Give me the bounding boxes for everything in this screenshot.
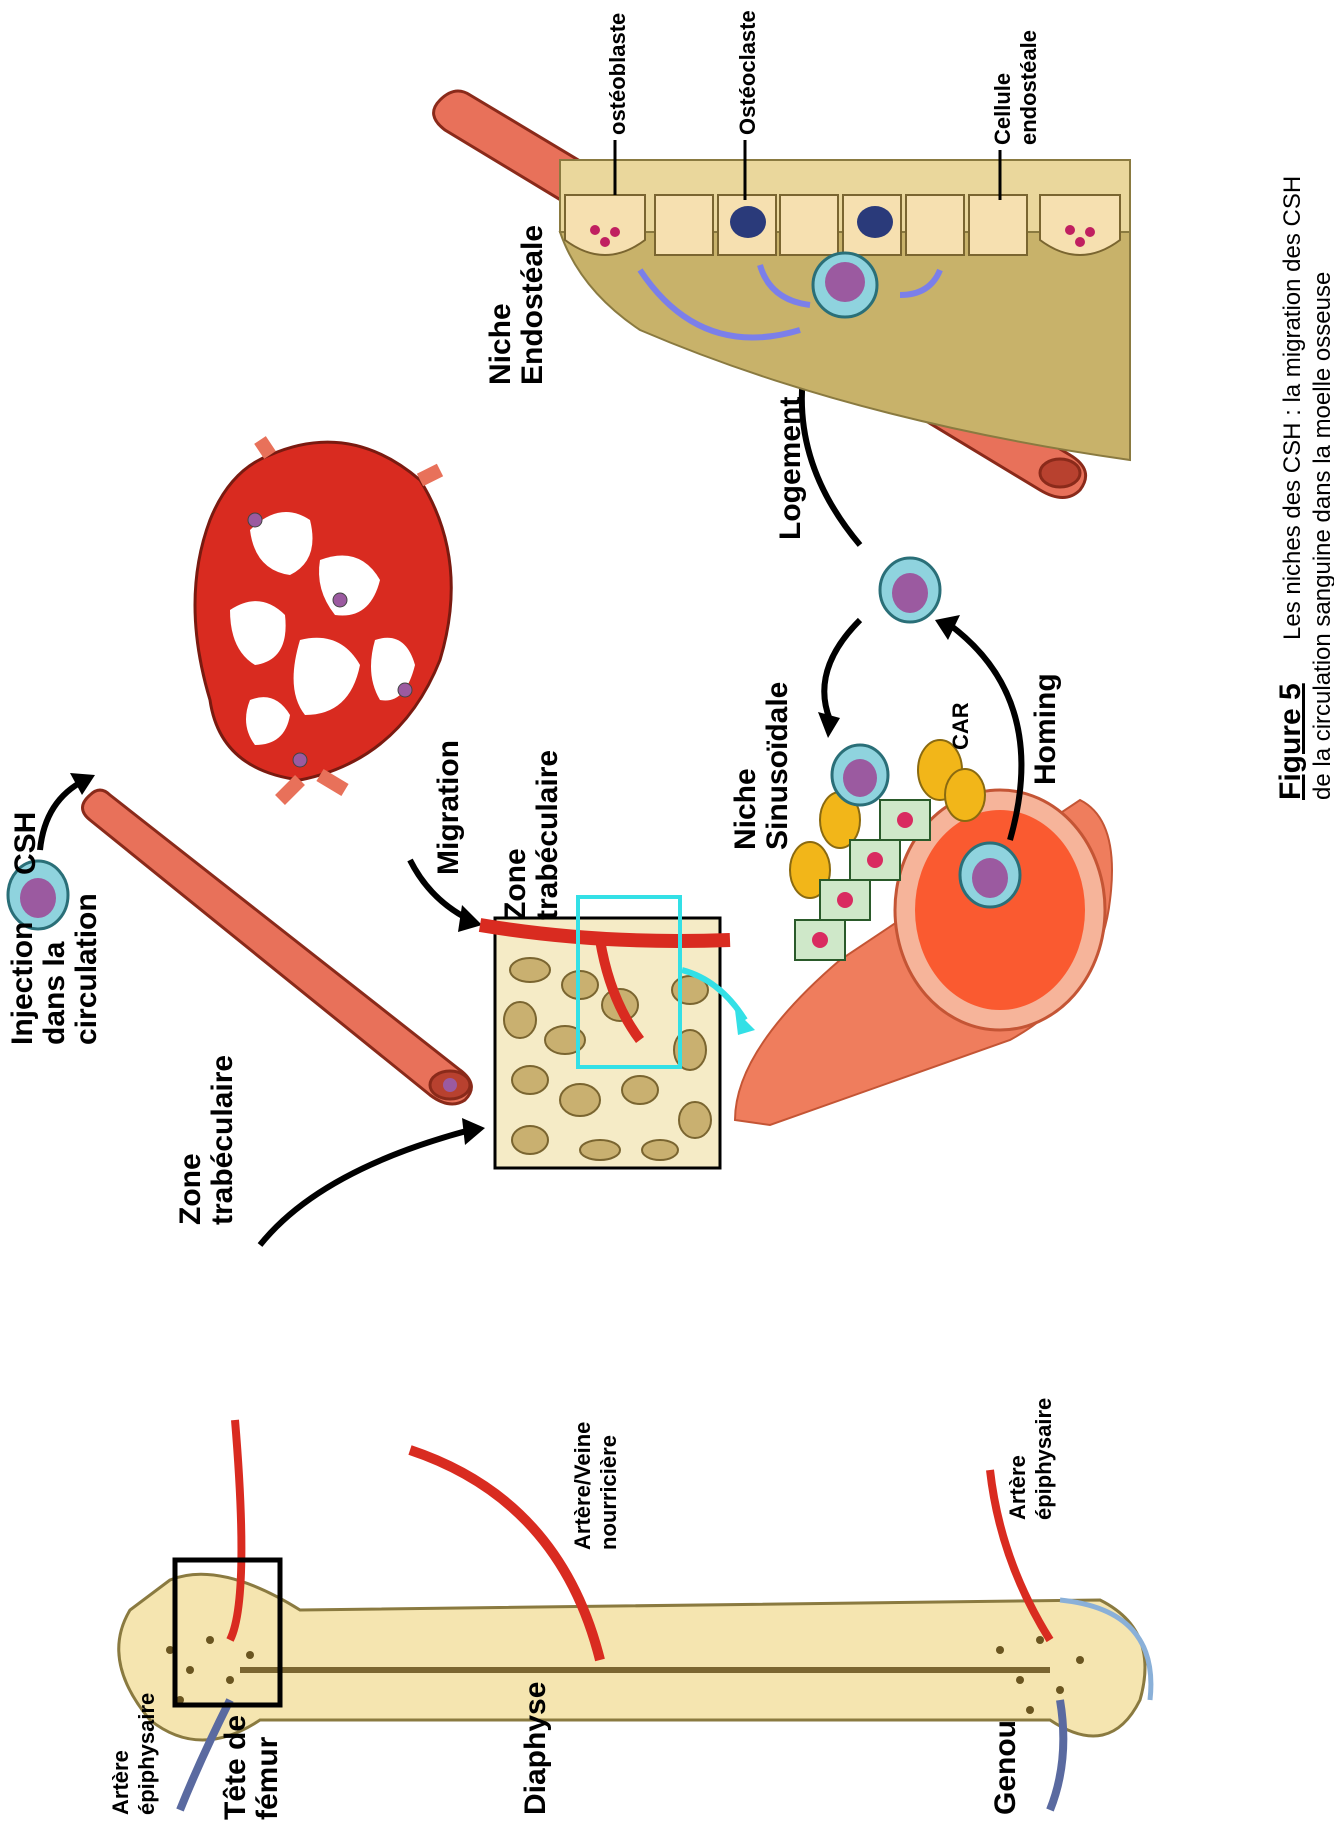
label-logement: Logement [774,397,807,540]
label-artere-veine-2: nourricière [596,1435,621,1550]
caption-line-1: Les niches des CSH : la migration des CS… [1279,176,1306,640]
label-injection-3: circulation [70,893,103,1045]
label-zone-trab-top-2: trabéculaire [531,750,564,920]
label-niche-endosteale-2: Endostéale [516,225,549,385]
label-migration: Migration [432,740,465,875]
label-zone-trab-left-2: trabéculaire [206,1055,239,1225]
arrow-to-sinusoid [824,620,860,720]
label-car: CAR [948,702,973,750]
label-cellule-endosteale-2: endostéale [1016,30,1041,145]
label-tete-femur-2: fémur [251,1736,284,1820]
label-niche-sinusoidale-1: Niche [729,768,762,850]
trabecular-block [480,897,730,1168]
label-diaphyse: Diaphyse [519,1682,552,1815]
csh-lumen-cell [960,843,1020,907]
figure-caption: Figure 5 [1274,683,1307,800]
label-injection-2: dans la [38,941,71,1045]
label-cellule-endosteale-1: Cellule [990,73,1015,145]
label-tete-femur-1: Tête de [219,1715,252,1820]
label-niche-endosteale-1: Niche [484,303,517,385]
femur-bone [119,1574,1145,1740]
figure-label: Figure 5 [1274,683,1307,800]
label-zone-trab-left-1: Zone [174,1153,207,1225]
osteoclast-nucleus [730,206,766,238]
label-artere-veine-1: Artère/Veine [570,1422,595,1550]
endosteal-niche [560,140,1130,460]
label-injection-1: Injection [6,922,39,1045]
arrow-injection [40,780,85,850]
label-osteoclaste: Ostéoclaste [735,10,760,135]
csh-endosteal-cell [813,253,877,317]
label-osteoblaste: ostéoblaste [605,13,630,135]
sinusoid-lumen [915,810,1085,1010]
arrow-femur-to-block [260,1130,470,1245]
label-genou: Genou [989,1720,1022,1815]
label-artere-epiphysaire-right-2: épiphysaire [1031,1398,1056,1520]
label-zone-trab-top-1: Zone [499,848,532,920]
label-homing: Homing [1029,673,1062,785]
label-niche-sinusoidale-2: Sinusoïdale [761,682,794,850]
label-artere-epiphysaire-left-1: Artère [108,1750,133,1815]
csh-free-cell [880,558,940,622]
label-csh: CSH [9,812,42,875]
caption-line-2: de la circulation sanguine dans la moell… [1309,272,1334,800]
label-artere-epiphysaire-right-1: Artère [1005,1455,1030,1520]
vessel-bottom [83,790,472,1104]
csh-sinusoid-cell [832,745,888,805]
label-artere-epiphysaire-left-2: épiphysaire [134,1693,159,1815]
